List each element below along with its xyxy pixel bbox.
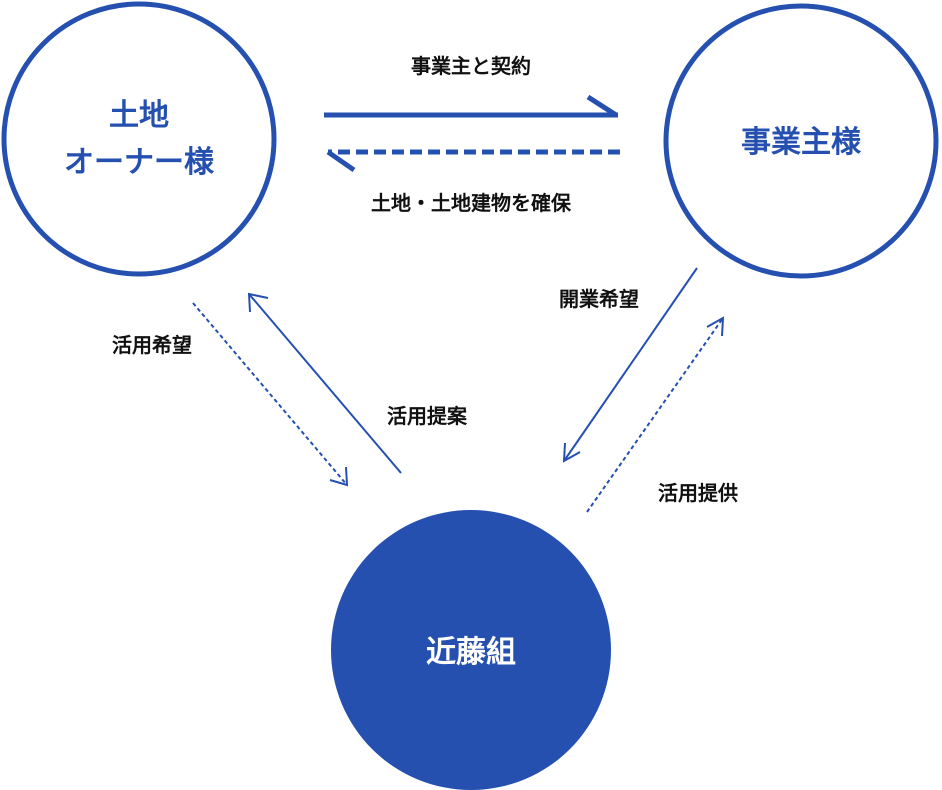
node-business-owner: 事業主様: [663, 3, 939, 279]
kondo-gumi-circle: [331, 510, 611, 790]
node-kondo-gumi: 近藤組: [331, 510, 611, 790]
arrow-owner-wish: [192, 302, 349, 487]
edge-label-open-wish: 開業希望: [559, 287, 639, 311]
business-owner-label: 事業主様: [741, 125, 862, 160]
edge-label-provide: 活用提供: [658, 481, 738, 505]
land-owner-label-line1: 土地: [109, 98, 169, 133]
edge-label-owner-wish: 活用希望: [112, 333, 192, 357]
business-owner-circle: [663, 3, 939, 279]
arrow-open-wish: [562, 267, 698, 463]
land-owner-label-line2: オーナー様: [64, 145, 215, 180]
arrow-proposal: [247, 292, 402, 474]
kondo-gumi-label: 近藤組: [426, 635, 516, 670]
edge-label-contract: 事業主と契約: [411, 54, 531, 78]
edge-label-proposal: 活用提案: [387, 404, 468, 428]
land-owner-circle: [1, 1, 277, 277]
arrow-secure-land: [326, 149, 620, 173]
edge-label-secure-land: 土地・土地建物を確保: [371, 191, 572, 215]
node-land-owner: 土地 オーナー様: [1, 1, 277, 277]
arrow-provide: [586, 316, 725, 513]
arrow-contract: [324, 94, 618, 118]
